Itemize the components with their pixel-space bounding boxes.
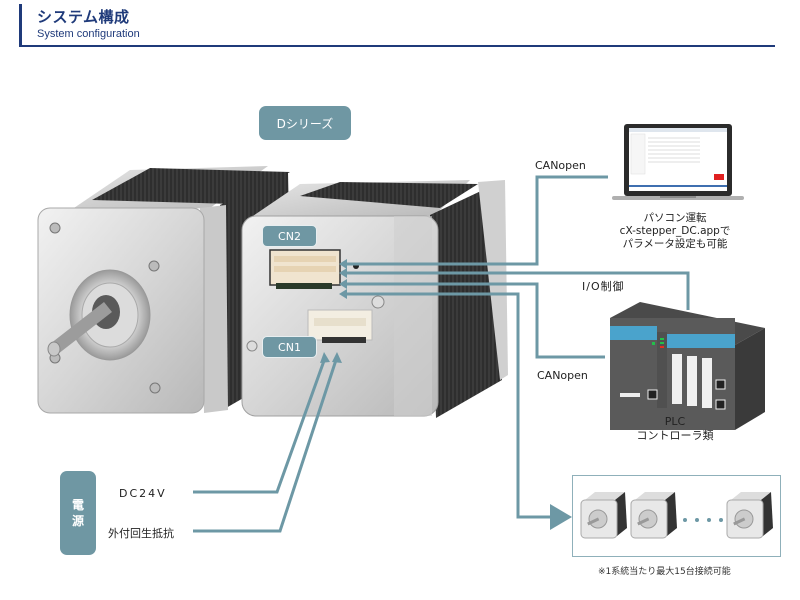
pc-caption-line-1: パソコン運転: [643, 212, 707, 224]
section-subtitle: System configuration: [37, 28, 140, 40]
wire-dc24v: [193, 357, 327, 494]
wire-canopen-pc: [343, 175, 608, 266]
plc-image: [610, 302, 765, 430]
max-connection-note: ※1系統当たり最大15台接続可能: [598, 567, 731, 577]
chain-motor-n: [726, 492, 773, 539]
plc-caption-line-1: PLC: [664, 415, 686, 428]
power-char-1: 電: [71, 498, 84, 512]
motor-rear-image: [241, 180, 508, 418]
wires: [193, 175, 690, 533]
wire-canopen-plc: [343, 282, 605, 359]
laptop-image: [612, 124, 744, 200]
daisy-chain-box: [572, 475, 781, 557]
canopen-pc-label: CANopen: [535, 159, 586, 172]
pc-caption: パソコン運転 cX-stepper_DC.appで パラメータ設定も可能: [610, 212, 740, 251]
header-accent-bar: [19, 4, 22, 46]
wire-io-control: [343, 271, 690, 310]
plc-caption: PLC コントローラ類: [610, 415, 740, 443]
wire-arrowheads: [320, 259, 572, 530]
chain-motor-2: [630, 492, 677, 539]
canopen-plc-label: CANopen: [537, 369, 588, 382]
ellipsis-dots: [683, 518, 723, 522]
io-control-label: I/O制御: [582, 280, 625, 293]
wire-daisy-chain: [343, 292, 552, 519]
power-char-2: 源: [71, 514, 84, 528]
cn2-label: CN2: [262, 225, 317, 247]
series-badge: Dシリーズ: [259, 106, 351, 140]
chain-arrow-icon: [550, 504, 572, 530]
chain-motor-1: [580, 492, 627, 539]
wire-regen: [193, 359, 338, 533]
cn1-label: CN1: [262, 336, 317, 358]
power-supply-badge: 電 源: [60, 471, 96, 555]
plc-caption-line-2: コントローラ類: [636, 429, 714, 442]
regen-resistor-label: 外付回生抵抗: [108, 527, 174, 540]
pc-caption-line-3: パラメータ設定も可能: [622, 238, 728, 250]
section-title: システム構成: [37, 8, 130, 26]
header-underline: [19, 45, 775, 47]
pc-caption-line-2: cX-stepper_DC.appで: [619, 225, 731, 237]
dc24v-label: DC24V: [119, 487, 167, 500]
section-header: システム構成 System configuration: [19, 4, 775, 47]
